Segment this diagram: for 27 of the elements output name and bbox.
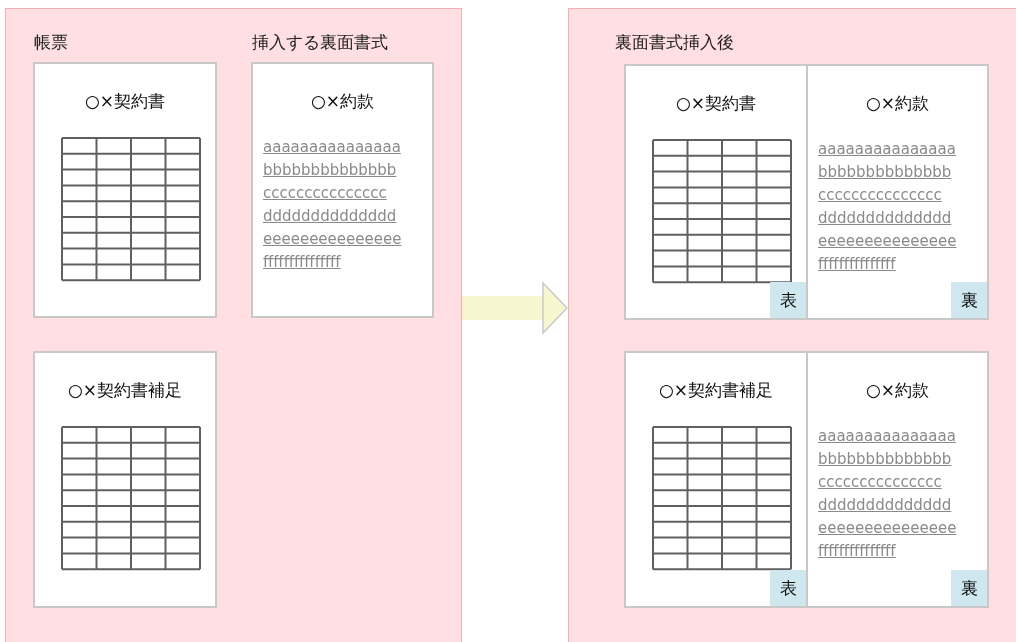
- document-page: [806, 64, 989, 320]
- panel-heading: 裏面書式挿入後: [615, 31, 734, 54]
- body-text: aaaaaaaaaaaaaaa bbbbbbbbbbbbbb ccccccccccccccc dddddddddddddd eeeeeeeeeeeeeee fffffffffffffff: [263, 137, 403, 273]
- side-tag: 表: [770, 282, 806, 318]
- document-title: ○×契約書: [675, 92, 757, 115]
- panel: [568, 8, 1016, 642]
- document-page: [624, 351, 808, 608]
- panel-heading: 帳票: [34, 31, 68, 54]
- document-title: ○×契約書: [84, 90, 166, 113]
- panel-heading: 挿入する裏面書式: [252, 31, 388, 54]
- document-title: ○×契約書補足: [67, 379, 183, 402]
- body-text: aaaaaaaaaaaaaaa bbbbbbbbbbbbbb ccccccccccccccc dddddddddddddd eeeeeeeeeeeeeee fffffffffffffff: [818, 426, 958, 562]
- document-title: ○×契約書補足: [658, 379, 774, 402]
- document-title: ○×約款: [310, 90, 375, 113]
- block-arrow: [462, 282, 568, 334]
- document-page: [33, 351, 217, 608]
- document-page: [251, 62, 434, 318]
- document-page: [806, 351, 989, 608]
- document-page: [33, 62, 217, 318]
- side-tag: 裏: [951, 282, 987, 318]
- document-title: ○×約款: [865, 92, 930, 115]
- side-tag: 表: [770, 570, 806, 606]
- panel: [5, 8, 462, 642]
- side-tag: 裏: [951, 570, 987, 606]
- document-title: ○×約款: [865, 379, 930, 402]
- body-text: aaaaaaaaaaaaaaa bbbbbbbbbbbbbb ccccccccccccccc dddddddddddddd eeeeeeeeeeeeeee fffffffffffffff: [818, 139, 958, 275]
- document-page: [624, 64, 808, 320]
